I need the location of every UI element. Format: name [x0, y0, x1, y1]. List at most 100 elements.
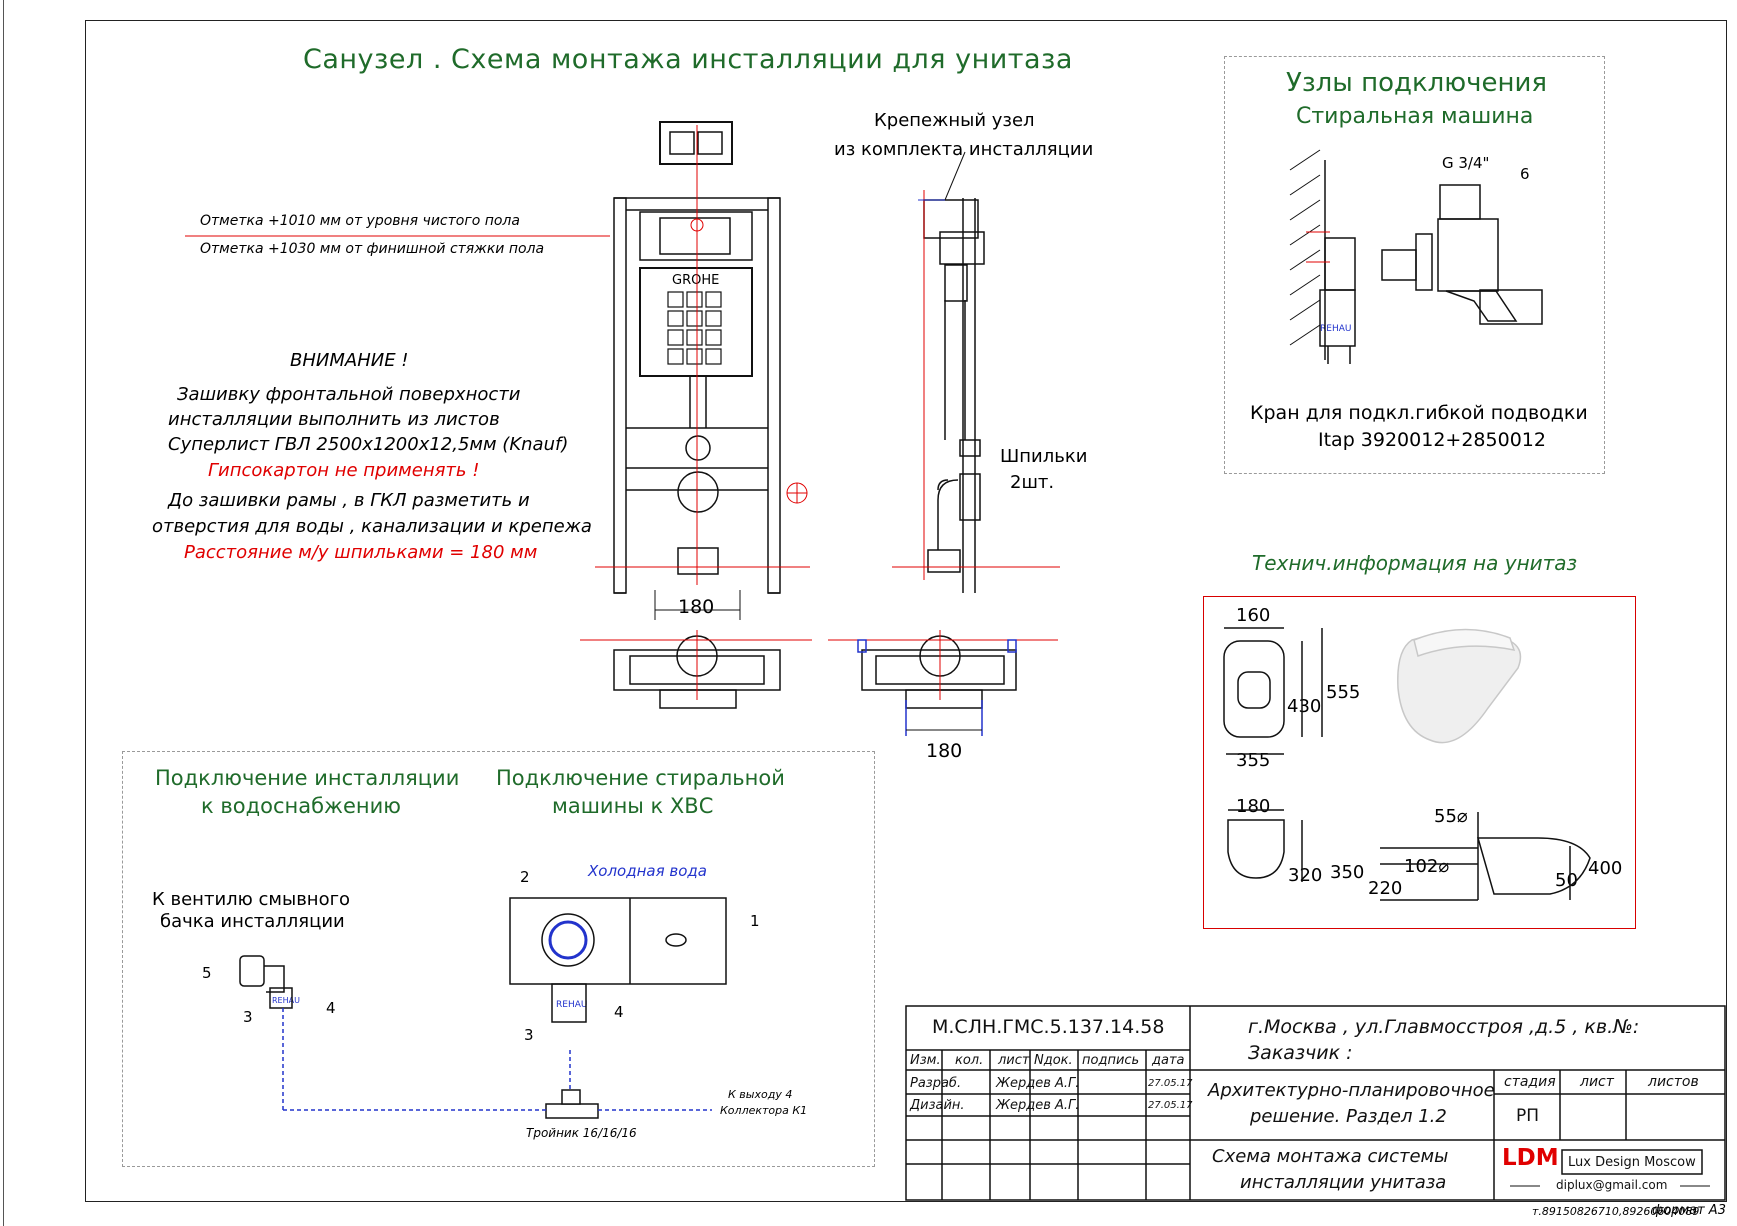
fastener-pointer	[918, 151, 966, 201]
r1-date: 27.05.17	[1148, 1078, 1193, 1089]
dim-180-side: 180	[926, 740, 963, 762]
tee-fitting	[545, 1089, 599, 1119]
d-102: 102⌀	[1404, 856, 1450, 877]
customer: Заказчик :	[1248, 1042, 1353, 1064]
d-400: 400	[1588, 858, 1623, 879]
frame-side-redlines	[892, 190, 1060, 580]
mounting-plate	[509, 897, 727, 1023]
num-4a: 4	[326, 999, 336, 1017]
tech-panel	[1203, 596, 1636, 929]
rehau-a: REHAU	[272, 996, 300, 1005]
project-line1: Архитектурно-планировочное	[1208, 1080, 1495, 1101]
r1-role: Разраб.	[910, 1076, 962, 1091]
warning-line6: отверстия для воды , канализации и крепе…	[152, 516, 592, 537]
dim-180-front-lines	[654, 590, 741, 620]
sheets-header: листов	[1648, 1074, 1699, 1090]
project-line2: решение. Раздел 1.2	[1250, 1106, 1447, 1127]
h-list: лист	[998, 1053, 1030, 1068]
tech-side-view	[1380, 812, 1591, 901]
h-kol: кол.	[955, 1053, 984, 1068]
footer-phones: т.89150826710,89260604089	[1532, 1205, 1700, 1218]
conn-title-right-1: Подключение стиральной	[496, 766, 785, 790]
num-1: 1	[750, 912, 760, 930]
doc-code: М.СЛН.ГМС.5.137.14.58	[932, 1016, 1165, 1038]
footer-format: формат А3	[1652, 1203, 1726, 1218]
collector-label-2: Коллектора К1	[720, 1104, 808, 1117]
r2-name: Жердев А.Г.	[996, 1098, 1080, 1113]
r2-role: Дизайн.	[910, 1098, 965, 1113]
num-2: 2	[520, 868, 530, 886]
address: г.Москва , ул.Главмосстроя ,д.5 , кв.№:	[1248, 1016, 1640, 1038]
sheet-header: лист	[1580, 1074, 1614, 1090]
tech-front-view	[1227, 809, 1303, 882]
company-logo: LDM	[1502, 1145, 1559, 1171]
fastener-label-2: из комплекта инсталляции	[834, 139, 1094, 160]
conn-title-left-1: Подключение инсталляции	[155, 766, 460, 790]
warning-line4: Гипсокартон не применять !	[208, 460, 480, 481]
nodes-title: Узлы подключения	[1286, 68, 1548, 98]
valve-fitting	[239, 955, 293, 1009]
h-izm: Изм.	[910, 1053, 941, 1068]
d-430: 430	[1287, 696, 1322, 717]
frame-front-redlines	[185, 125, 810, 585]
cold-water-label: Холодная вода	[588, 862, 707, 880]
rehau-node: REHAU	[1320, 324, 1352, 334]
num-6: 6	[1520, 165, 1530, 183]
warning-line7: Расстояние м/у шпильками = 180 мм	[184, 542, 538, 563]
collector-label-1: К выходу 4	[728, 1088, 793, 1101]
connection-panel	[122, 751, 875, 1167]
tech-title: Технич.информация на унитаз	[1252, 551, 1578, 575]
conn-title-left-2: к водоснабжению	[201, 794, 401, 818]
nodes-caption-1: Кран для подкл.гибкой подводки	[1250, 402, 1588, 424]
warning-line2: инсталляции выполнить из листов	[168, 409, 500, 430]
num-3b: 3	[524, 1026, 534, 1044]
h-podpis: подпись	[1082, 1053, 1140, 1068]
conn-title-right-2: машины к ХВС	[552, 794, 714, 818]
wm-node	[1289, 149, 1543, 364]
warning-line1: Зашивку фронтальной поверхности	[177, 384, 521, 405]
num-4b: 4	[614, 1003, 624, 1021]
warning-line3: Суперлист ГВЛ 2500х1200х12,5мм (Knauf)	[168, 434, 569, 455]
sheet-frame	[85, 20, 1727, 1202]
d-55: 55⌀	[1434, 806, 1468, 827]
mark-1010: Отметка +1010 мм от уровня чистого пола	[200, 213, 520, 229]
stage-header: стадия	[1504, 1074, 1556, 1090]
h-data: дата	[1152, 1053, 1185, 1068]
warning-title: ВНИМАНИЕ !	[290, 350, 409, 371]
d-350: 350	[1330, 862, 1365, 883]
valve-label-2: бачка инсталляции	[160, 911, 345, 932]
tech-toilet-photo	[1397, 628, 1522, 744]
nodes-caption-2: Itap 3920012+2850012	[1318, 429, 1546, 451]
company-name: Lux Design Moscow	[1568, 1155, 1696, 1170]
h-ndok: Nдок.	[1034, 1053, 1073, 1068]
drawing-name-1: Схема монтажа системы	[1212, 1146, 1449, 1167]
r1-name: Жердев А.Г.	[996, 1076, 1080, 1091]
d-555: 555	[1326, 682, 1361, 703]
nodes-subtitle: Стиральная машина	[1296, 104, 1534, 129]
grohe-label: GROHE	[672, 273, 720, 288]
plan-view-right	[861, 635, 1017, 709]
nodes-panel	[1224, 56, 1605, 474]
tech-top-view	[1223, 627, 1323, 755]
d-355: 355	[1236, 750, 1271, 771]
d-160: 160	[1236, 605, 1271, 626]
rehau-b: REHAU	[556, 1000, 588, 1010]
outer-left-line	[3, 0, 4, 1226]
fastener-label-1: Крепежный узел	[874, 110, 1035, 131]
d-320: 320	[1288, 865, 1323, 886]
r2-date: 27.05.17	[1148, 1100, 1193, 1111]
num-5: 5	[202, 964, 212, 982]
frame-side-view	[923, 198, 985, 593]
company-email: diplux@gmail.com	[1556, 1178, 1668, 1192]
dim-180-front: 180	[678, 596, 715, 618]
warning-line5: До зашивки рамы , в ГКЛ разметить и	[168, 490, 530, 511]
mark-1030: Отметка +1030 мм от финишной стяжки пола	[200, 241, 545, 257]
frame-front-view	[613, 121, 781, 594]
tee-label: Тройник 16/16/16	[526, 1126, 637, 1140]
d-220: 220	[1368, 878, 1403, 899]
stage-value: РП	[1516, 1106, 1540, 1126]
title-block-grid	[905, 1005, 1726, 1201]
g-label: G 3/4"	[1442, 154, 1490, 172]
valve-label-1: К вентилю смывного	[152, 889, 351, 910]
